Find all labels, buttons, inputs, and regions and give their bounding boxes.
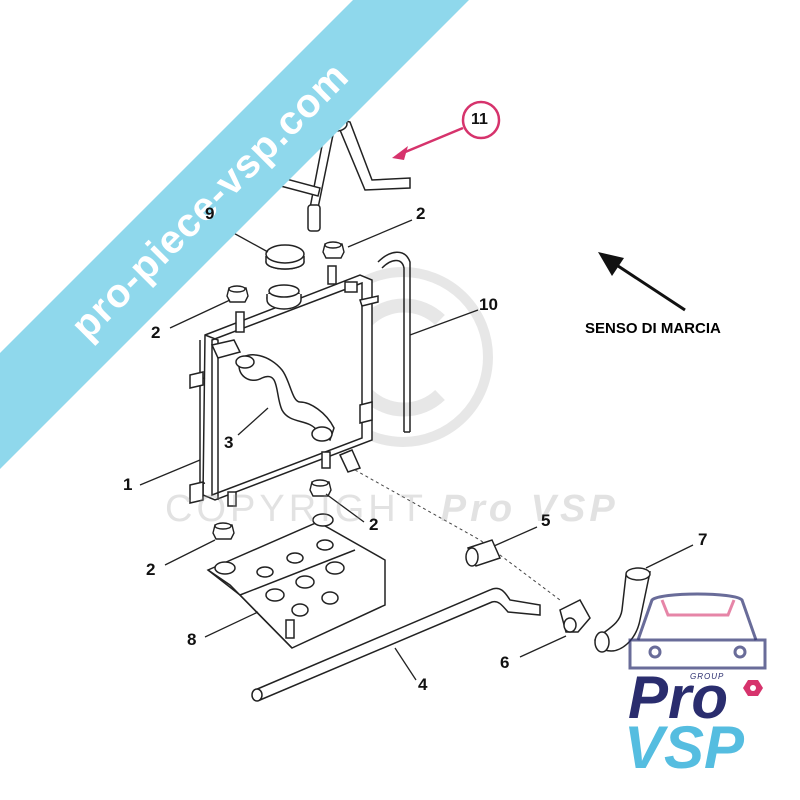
callout-2-middle: 2 bbox=[369, 515, 379, 534]
copyright-watermark: COPYRIGHT Pro VSP bbox=[165, 488, 619, 531]
callout-2-left: 2 bbox=[151, 323, 161, 342]
callout-3: 3 bbox=[224, 433, 234, 452]
part-10-hose bbox=[377, 251, 411, 433]
callout-2-bottom: 2 bbox=[146, 560, 156, 579]
callout-11: 11 bbox=[471, 111, 488, 128]
part-9-cap bbox=[265, 244, 305, 270]
part-8-support bbox=[206, 513, 386, 649]
part-3-hose bbox=[235, 354, 335, 442]
car-logo-icon bbox=[628, 592, 767, 670]
callout-8: 8 bbox=[187, 630, 197, 649]
callout-6: 6 bbox=[500, 653, 510, 672]
hex-nut-icon bbox=[743, 680, 763, 696]
callout-11-highlight bbox=[392, 100, 501, 160]
callout-10: 10 bbox=[479, 295, 498, 314]
callout-2-top: 2 bbox=[416, 204, 426, 223]
callout-4: 4 bbox=[418, 675, 428, 694]
logo-pro-text: Pro bbox=[628, 664, 729, 731]
part-5-sleeve bbox=[465, 539, 502, 567]
callout-5: 5 bbox=[541, 511, 551, 530]
copyright-text: COPYRIGHT bbox=[165, 488, 427, 530]
logo-vsp-text: VSP bbox=[624, 714, 745, 781]
direction-label: SENSO DI MARCIA bbox=[585, 320, 721, 337]
callout-9: 9 bbox=[205, 204, 215, 223]
part-4-pipe bbox=[251, 587, 541, 702]
copyright-brand: Pro VSP bbox=[440, 488, 619, 530]
logo-group-text: GROUP bbox=[690, 672, 725, 681]
callout-7: 7 bbox=[698, 530, 708, 549]
part-7-hose bbox=[593, 567, 651, 653]
direction-arrow bbox=[598, 252, 686, 312]
leader-lines bbox=[139, 219, 694, 681]
callout-1: 1 bbox=[123, 475, 133, 494]
part-6-elbow bbox=[559, 599, 591, 633]
